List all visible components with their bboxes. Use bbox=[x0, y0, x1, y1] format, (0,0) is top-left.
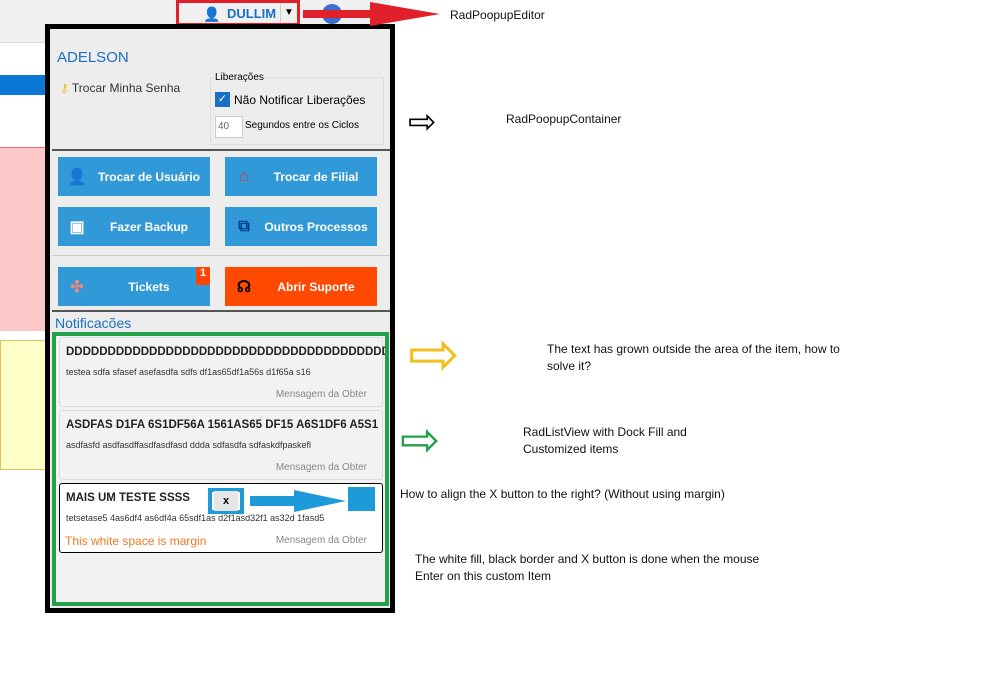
open-support-button[interactable]: ☊ Abrir Suporte bbox=[225, 267, 377, 306]
item-source: Mensagem da Obter bbox=[275, 535, 367, 546]
user-icon: 👤 bbox=[203, 6, 221, 22]
notifications-list[interactable]: DDDDDDDDDDDDDDDDDDDDDDDDDDDDDDDDDDDDDDD … bbox=[52, 332, 389, 606]
item-source: Mensagem da Obter bbox=[275, 462, 367, 473]
divider bbox=[52, 255, 390, 256]
open-support-label: Abrir Suporte bbox=[277, 279, 355, 294]
switch-user-label: Trocar de Usuário bbox=[97, 169, 201, 184]
item-desc: tetsetase5 4as6df4 as6df4a 65sdf1as d2f1… bbox=[66, 513, 325, 523]
margin-note: This white space is margin bbox=[65, 534, 207, 548]
switch-branch-label: Trocar de Filial bbox=[273, 169, 359, 184]
blue-arrow-shaft bbox=[250, 496, 294, 506]
item-title: MAIS UM TESTE SSSS bbox=[66, 492, 190, 504]
switch-user-button[interactable]: 👤 Trocar de Usuário bbox=[58, 157, 210, 196]
blue-arrow-head bbox=[294, 490, 346, 512]
annotation-hover: The white fill, black border and X butto… bbox=[415, 552, 760, 583]
chevron-down-icon[interactable]: ▼ bbox=[280, 3, 297, 23]
seconds-input[interactable]: 40 bbox=[215, 116, 243, 138]
red-arrow-shaft bbox=[303, 10, 373, 18]
group-title: Liberações bbox=[215, 72, 264, 83]
notifications-title: Notificacões bbox=[55, 315, 132, 331]
change-password-link[interactable]: ⚷ Trocar Minha Senha bbox=[60, 81, 180, 95]
black-arrow: ⇨ bbox=[408, 103, 437, 141]
notification-item[interactable]: ASDFAS D1FA 6S1DF56A 1561AS65 DF15 A6S1D… bbox=[59, 410, 383, 480]
yellow-arrow: ⇨ bbox=[408, 320, 460, 389]
other-processes-label: Outros Processos bbox=[264, 219, 368, 234]
notification-item[interactable]: DDDDDDDDDDDDDDDDDDDDDDDDDDDDDDDDDDDDDDD … bbox=[59, 337, 385, 407]
annotation-editor: RadPoopupEditor bbox=[450, 8, 545, 22]
red-arrow bbox=[370, 2, 440, 26]
selected-row bbox=[0, 75, 46, 95]
green-arrow: ⇨ bbox=[400, 414, 441, 467]
other-processes-button[interactable]: ⧉ Outros Processos bbox=[225, 207, 377, 246]
check-icon: ✓ bbox=[215, 92, 230, 107]
tickets-label: Tickets bbox=[128, 279, 170, 294]
tickets-button[interactable]: ✣ Tickets 1 bbox=[58, 267, 210, 306]
item-desc: testea sdfa sfasef asefasdfa sdfs df1as6… bbox=[66, 367, 311, 377]
annotation-container: RadPoopupContainer bbox=[506, 112, 622, 126]
tickets-icon: ✣ bbox=[70, 278, 84, 296]
divider bbox=[52, 149, 390, 151]
annotation-listview: RadListView with Dock Fill and Customize… bbox=[523, 425, 687, 456]
item-source: Mensagem da Obter bbox=[275, 389, 367, 400]
close-item-button[interactable]: x bbox=[214, 491, 238, 511]
tickets-badge: 1 bbox=[196, 267, 210, 285]
windows-icon: ⧉ bbox=[238, 217, 250, 235]
item-title: ASDFAS D1FA 6S1DF56A 1561AS65 DF15 A6S1D… bbox=[66, 419, 379, 431]
divider bbox=[52, 310, 390, 312]
backup-label: Fazer Backup bbox=[109, 219, 189, 234]
headset-icon: ☊ bbox=[236, 278, 252, 296]
home-icon: ⌂ bbox=[239, 167, 249, 185]
change-password-label: Trocar Minha Senha bbox=[71, 81, 181, 95]
username-heading: ADELSON bbox=[57, 49, 129, 66]
yellow-row bbox=[0, 340, 48, 470]
target-box bbox=[348, 487, 375, 511]
seconds-label: Segundos entre os Ciclos bbox=[245, 120, 359, 131]
backup-button[interactable]: ▣ Fazer Backup bbox=[58, 207, 210, 246]
user-icon: 👤 bbox=[67, 168, 87, 186]
item-title: DDDDDDDDDDDDDDDDDDDDDDDDDDDDDDDDDDDDDDD bbox=[66, 346, 389, 358]
floppy-icon: ▣ bbox=[69, 218, 85, 236]
popup-container: ADELSON ⚷ Trocar Minha Senha Liberações … bbox=[45, 24, 395, 613]
dont-notify-checkbox[interactable]: ✓ Não Notificar Liberações bbox=[215, 92, 365, 107]
liberacoes-group: Liberações ✓Não Notificar Liberações 40 … bbox=[210, 72, 384, 145]
notification-item-hovered[interactable]: MAIS UM TESTE SSSS x tetsetase5 4as6df4 … bbox=[59, 483, 383, 553]
highlight-box bbox=[208, 488, 244, 514]
annotation-align: How to align the X button to the right? … bbox=[400, 487, 725, 501]
dont-notify-label: Não Notificar Liberações bbox=[234, 92, 366, 107]
annotation-overflow: The text has grown outside the area of t… bbox=[547, 342, 840, 373]
item-desc: asdfasfd asdfasdffasdfasdfasd ddda sdfas… bbox=[66, 440, 311, 450]
key-icon: ⚷ bbox=[60, 81, 69, 95]
user-popup-editor[interactable]: 👤 DULLIM ▼ bbox=[176, 0, 300, 26]
pink-row bbox=[0, 147, 46, 331]
editor-user-name: DULLIM bbox=[227, 5, 277, 21]
switch-branch-button[interactable]: ⌂ Trocar de Filial bbox=[225, 157, 377, 196]
